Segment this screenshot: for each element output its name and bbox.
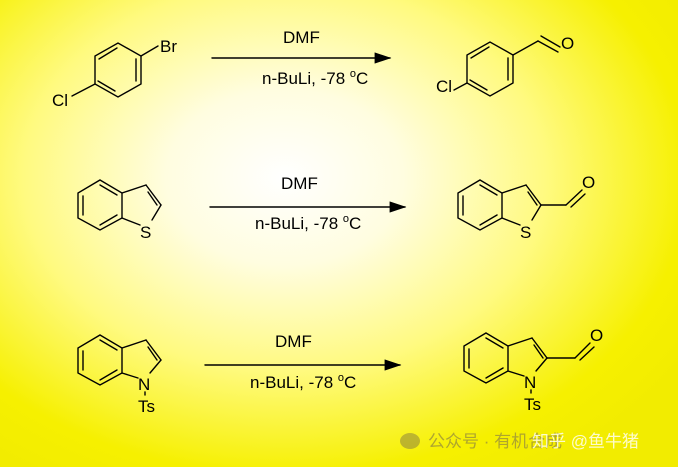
watermark-zhihu: 知乎 @鱼牛猪 [532, 432, 639, 451]
atom-label-o: O [582, 173, 595, 192]
watermark-wechat-text: 公众号 · 有机合成 [428, 432, 563, 451]
wechat-icon [400, 433, 420, 449]
conditions-label: n-BuLi, -78 oC [262, 68, 368, 88]
atom-label-o: O [590, 326, 603, 345]
reagent-label: DMF [281, 174, 318, 193]
product-4-chlorobenzaldehyde: O Cl [436, 34, 574, 97]
atom-label-cl: Cl [436, 77, 452, 96]
product-benzothiophene-2-carbaldehyde: S O [457, 173, 595, 242]
atom-label-br: Br [160, 37, 177, 56]
reagent-label: DMF [283, 28, 320, 47]
atom-label-s: S [140, 223, 151, 242]
atom-label-n: N [138, 375, 150, 394]
atom-label-ts: Ts [138, 397, 155, 416]
watermark-wechat: 公众号 · 有机合成 [400, 427, 562, 452]
reactant-benzothiophene: S [77, 179, 162, 242]
reagent-label: DMF [275, 332, 312, 351]
atom-label-n: N [524, 373, 536, 392]
conditions-label: n-BuLi, -78 oC [255, 213, 361, 233]
product-n-tosylindole-2-carbaldehyde: N Ts O [463, 326, 603, 414]
reactant-4-bromochlorobenzene: Br Cl [52, 37, 177, 110]
atom-label-ts: Ts [524, 395, 541, 414]
conditions-label: n-BuLi, -78 oC [250, 372, 356, 392]
atom-label-o: O [561, 34, 574, 53]
atom-label-s: S [520, 223, 531, 242]
atom-label-cl: Cl [52, 91, 68, 110]
reactant-n-tosylindole: N Ts [77, 334, 162, 416]
